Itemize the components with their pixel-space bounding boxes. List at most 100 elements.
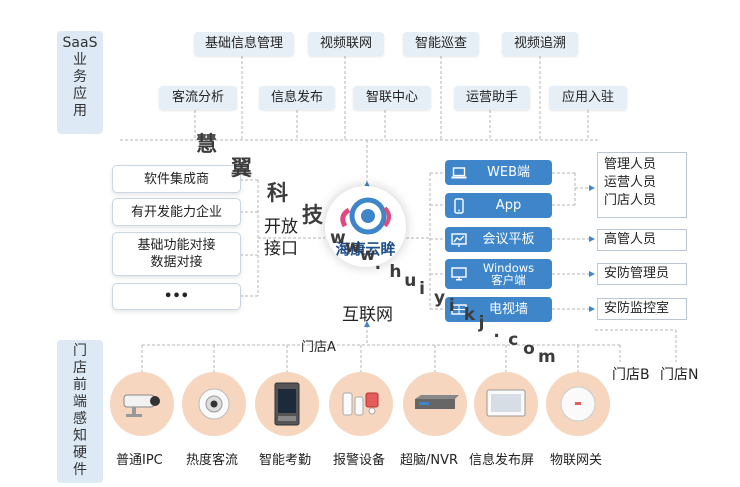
api-item-label: 数据对接 — [150, 255, 203, 270]
role-line: 高管人员 — [604, 232, 657, 247]
watermark-char: 科 — [267, 181, 288, 205]
iot-gateway-icon — [560, 386, 596, 422]
saas-label-line: SaaS — [62, 35, 98, 51]
saas-label-line: 务 — [73, 69, 87, 85]
device-alarm[interactable] — [329, 372, 393, 436]
client-label: WEB端 — [487, 165, 530, 180]
store-a-label: 门店A — [301, 340, 336, 355]
client-label-group: Windows 客户端 — [471, 262, 546, 286]
api-item-software-integrator[interactable]: 软件集成商 — [112, 165, 241, 193]
watermark-char: 翼 — [231, 156, 252, 180]
device-info-screen[interactable] — [474, 372, 538, 436]
watermark-url-char: . — [493, 321, 500, 342]
client-label: App — [495, 198, 522, 213]
watermark-url-char: u — [404, 270, 417, 291]
watermark-url-char: w — [344, 236, 361, 257]
store-label-line: 门 — [73, 343, 87, 359]
client-windows-button[interactable]: Windows 客户端 — [445, 259, 552, 289]
watermark-url-char: c — [508, 330, 519, 350]
client-label: Windows — [482, 261, 535, 275]
nvr-icon — [415, 395, 459, 409]
store-label-line: 端 — [73, 394, 87, 410]
watermark-url-char: o — [523, 338, 535, 359]
attendance-terminal-icon — [274, 382, 300, 426]
role-line: 安防监控室 — [604, 301, 670, 316]
device-attendance[interactable] — [255, 372, 319, 436]
client-app-button[interactable]: App — [445, 193, 552, 218]
center-logo: 海康云眸 — [325, 186, 406, 267]
saas-app-info-publish[interactable]: 信息发布 — [259, 86, 335, 110]
watermark-url-char: w — [359, 245, 376, 265]
saas-section-label: SaaS 业 务 应 用 — [57, 31, 103, 134]
alarm-device-icon — [342, 392, 379, 416]
api-item-more[interactable]: ••• — [112, 283, 241, 310]
saas-app-video-network[interactable]: 视频联网 — [308, 32, 384, 56]
role-line: 运营人员 — [604, 175, 657, 190]
watermark-url-char: i — [419, 279, 425, 299]
store-label-line: 店 — [73, 360, 87, 376]
store-label-line: 感 — [73, 411, 87, 427]
cloud-eye-logo-icon — [340, 197, 391, 235]
device-label-iot-gateway: 物联网关 — [550, 453, 603, 468]
saas-app-traffic-analysis[interactable]: 客流分析 — [159, 86, 237, 110]
device-heat-traffic[interactable] — [182, 372, 246, 436]
center-logo-text: 海康云眸 — [335, 240, 396, 258]
device-label-alarm: 报警设备 — [333, 453, 386, 468]
saas-label-line: 用 — [73, 103, 87, 119]
internet-label: 互联网 — [342, 305, 393, 325]
store-label-line: 硬 — [73, 445, 87, 461]
watermark-url-char: k — [463, 304, 476, 325]
client-label: 电视墙 — [488, 302, 528, 317]
store-label-line: 件 — [73, 462, 87, 478]
store-n-label: 门店N — [660, 367, 699, 383]
saas-app-ops-assistant[interactable]: 运营助手 — [454, 86, 530, 110]
role-line: 门店人员 — [604, 193, 657, 208]
watermark-url-char: h — [389, 262, 402, 282]
watermark-url-char: y — [434, 287, 446, 308]
role-line: 安防管理员 — [604, 266, 670, 281]
saas-app-app-onboarding[interactable]: 应用入驻 — [549, 86, 627, 110]
saas-label-line: 应 — [73, 86, 87, 102]
client-label: 会议平板 — [482, 232, 535, 247]
watermark-url-char: j — [478, 313, 485, 333]
device-label-info-screen: 信息发布屏 — [469, 453, 535, 468]
watermark-url-char: . — [374, 253, 382, 274]
display-screen-icon — [486, 389, 526, 417]
open-api-label: 开放 接口 — [264, 216, 298, 260]
role-line: 管理人员 — [604, 157, 657, 172]
api-item-dev-enterprise[interactable]: 有开发能力企业 — [112, 198, 241, 226]
device-label-attendance: 智能考勤 — [259, 453, 312, 468]
client-web-button[interactable]: WEB端 — [445, 160, 552, 185]
api-item-label: 有开发能力企业 — [130, 204, 222, 220]
dome-sensor-icon — [198, 388, 230, 420]
store-label-line: 知 — [73, 428, 87, 444]
saas-app-basic-info[interactable]: 基础信息管理 — [194, 32, 294, 56]
phone-icon — [454, 197, 464, 214]
bullet-camera-icon — [123, 394, 160, 417]
api-item-basic-function[interactable]: 基础功能对接 数据对接 — [112, 232, 241, 276]
client-tv-wall-button[interactable]: 电视墙 — [445, 297, 552, 322]
role-management-ops-store: 管理人员 运营人员 门店人员 — [597, 152, 687, 218]
monitor-icon — [451, 267, 467, 281]
saas-label-line: 业 — [73, 52, 87, 68]
saas-app-video-trace[interactable]: 视频追溯 — [502, 32, 578, 56]
role-security-admin: 安防管理员 — [597, 263, 687, 285]
api-item-label: ••• — [164, 289, 189, 304]
open-api-line: 开放 — [264, 217, 298, 237]
saas-app-smart-patrol[interactable]: 智能巡查 — [403, 32, 479, 56]
chart-screen-icon — [451, 232, 467, 247]
laptop-icon — [451, 166, 467, 178]
device-label-nvr: 超脑/NVR — [400, 453, 459, 468]
device-nvr[interactable] — [403, 372, 467, 436]
saas-app-smart-hub[interactable]: 智联中心 — [353, 86, 431, 110]
role-executives: 高管人员 — [597, 229, 687, 251]
device-iot-gateway[interactable] — [546, 372, 610, 436]
store-label-line: 前 — [73, 377, 87, 393]
watermark-char: 技 — [302, 203, 323, 227]
client-meeting-panel-button[interactable]: 会议平板 — [445, 227, 552, 252]
watermark-char: 慧 — [196, 132, 217, 156]
device-ipc[interactable] — [110, 372, 174, 436]
device-label-heat-traffic: 热度客流 — [186, 453, 239, 468]
store-b-label: 门店B — [612, 367, 650, 383]
watermark-url-char: i — [448, 296, 455, 316]
